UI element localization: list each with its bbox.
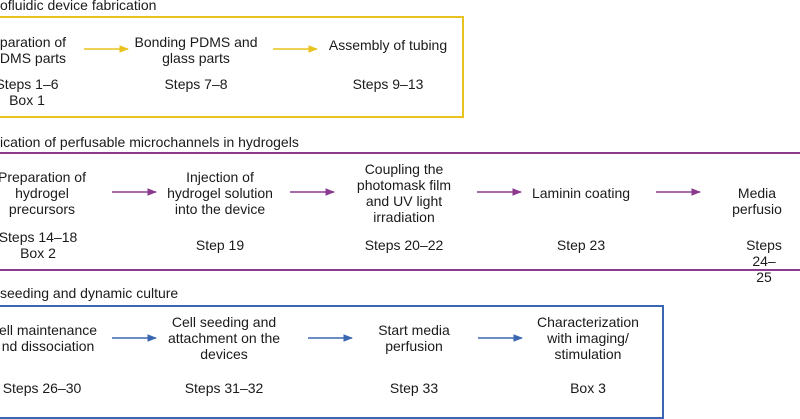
step-characterization-imaging-stimulation: Characterization with imaging/ stimulati… [537,314,639,362]
step-ref-steps-20-22: Steps 20–22 [364,237,444,253]
step-assembly-tubing: Assembly of tubing [328,37,448,53]
step-media-perfusion: Media perfusio [732,185,782,217]
step-preparation-hydrogel-precursors: Preparation of hydrogel precursors [0,169,86,217]
section-title-cell-seeding: seeding and dynamic culture [0,285,179,301]
step-cell-seeding-attachment: Cell seeding and attachment on the devic… [167,314,281,362]
step-start-media-perfusion: Start media perfusion [378,322,450,354]
step-ref-steps-1-6: Steps 1–6 Box 1 [0,76,59,108]
section-title-device-fabrication: ofluidic device fabrication [0,0,157,13]
step-ref-steps-26-30: Steps 26–30 [2,380,82,396]
step-injection-hydrogel-solution: Injection of hydrogel solution into the … [167,169,273,217]
panel-perfusable-microchannels [0,152,800,271]
step-laminin-coating: Laminin coating [531,185,631,201]
step-ref-steps-14-18: Steps 14–18 Box 2 [0,229,78,261]
step-bonding-pdms-glass: Bonding PDMS and glass parts [134,34,258,66]
step-preparation-pdms-parts: paration of DMS parts [0,34,67,66]
section-title-perfusable-microchannels: ication of perfusable microchannels in h… [0,134,299,150]
panel-cell-seeding [0,305,664,419]
step-ref-steps-7-8: Steps 7–8 [164,76,228,92]
step-ref-steps-24-25: Steps 24–25 [746,237,782,285]
step-ref-box-3: Box 3 [570,380,606,396]
step-ref-steps-31-32: Steps 31–32 [184,380,264,396]
panel-device-fabrication [0,16,464,118]
step-photomask-uv-irradiation: Coupling the photomask film and UV light… [356,161,452,225]
step-ref-step-33: Step 33 [389,380,439,396]
step-ref-steps-9-13: Steps 9–13 [352,76,424,92]
step-ref-step-19: Step 19 [195,237,245,253]
step-cell-maintenance-dissociation: ell maintenance nd dissociation [0,322,98,354]
step-ref-step-23: Step 23 [556,237,606,253]
